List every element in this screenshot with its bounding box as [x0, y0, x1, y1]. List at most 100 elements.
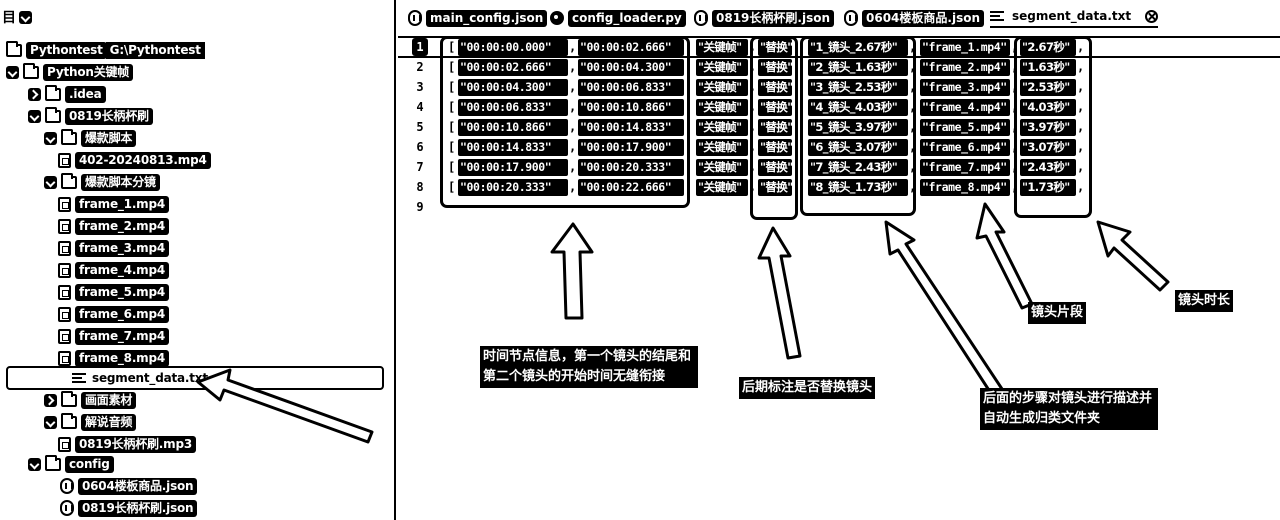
value-type: "关键帧": [696, 79, 748, 96]
comma: ,: [569, 100, 577, 114]
editor-tab[interactable]: 0819长柄杯刷.json: [694, 8, 835, 28]
file-icon: [58, 240, 71, 256]
folder-icon: [61, 412, 77, 429]
txt-icon: [990, 9, 1004, 23]
value-start: "00:00:17.900": [458, 159, 568, 176]
tree-item[interactable]: frame_7.mp4: [58, 326, 170, 346]
value-replace: "替换": [758, 39, 792, 56]
tree-item[interactable]: segment_data.txt: [6, 366, 384, 390]
close-tab-icon[interactable]: [1145, 9, 1159, 23]
chevron-right-icon[interactable]: [28, 87, 41, 101]
chevron-down-icon[interactable]: [44, 415, 57, 429]
tree-item[interactable]: 爆款脚本分镜: [44, 172, 160, 192]
comma: ,: [909, 180, 917, 194]
value-file: "frame_4.mp4": [920, 99, 1010, 116]
editor-tab-label: 0819长柄杯刷.json: [712, 9, 835, 27]
value-dur: "1.73秒": [1020, 179, 1076, 196]
highlight-box-timestamps: [440, 36, 690, 208]
tree-item[interactable]: frame_3.mp4: [58, 238, 170, 258]
bracket-open: [: [448, 80, 456, 94]
chevron-down-icon[interactable]: [44, 175, 57, 189]
tree-item-label: frame_7.mp4: [75, 327, 170, 345]
folder-icon: [61, 128, 77, 145]
tree-item-label: frame_4.mp4: [75, 261, 170, 279]
editor-tab-label: segment_data.txt: [1008, 7, 1136, 25]
folder-icon: [45, 106, 61, 123]
chevron-right-icon[interactable]: [44, 393, 57, 407]
value-shot: "5_镜头_3.97秒": [808, 119, 908, 136]
tree-item[interactable]: config: [28, 454, 114, 474]
value-dur: "3.07秒": [1020, 139, 1076, 156]
chevron-down-icon[interactable]: [19, 10, 32, 24]
value-end: "00:00:10.866": [578, 99, 684, 116]
json-icon: [408, 10, 422, 26]
value-file: "frame_5.mp4": [920, 119, 1010, 136]
folder-icon: [45, 84, 61, 101]
value-dur: "3.97秒": [1020, 119, 1076, 136]
tree-item[interactable]: frame_4.mp4: [58, 260, 170, 280]
tree-item[interactable]: frame_2.mp4: [58, 216, 170, 236]
chevron-down-icon[interactable]: [6, 65, 19, 79]
value-shot: "2_镜头_1.63秒": [808, 59, 908, 76]
chevron-down-icon[interactable]: [44, 131, 57, 145]
tree-item[interactable]: .idea: [28, 84, 106, 104]
tree-item-label: 画面素材: [81, 391, 137, 409]
line-number: 7: [416, 160, 424, 174]
comma: ,: [1077, 180, 1085, 194]
tree-item-label: 0604楼板商品.json: [78, 477, 198, 495]
value-shot: "6_镜头_3.07秒": [808, 139, 908, 156]
tree-item-label: 爆款脚本: [81, 129, 137, 147]
comma: ,: [909, 120, 917, 134]
tree-item[interactable]: 0819长柄杯刷.mp3: [58, 434, 197, 454]
tree-item[interactable]: 画面素材: [44, 390, 137, 410]
tree-item[interactable]: 0604楼板商品.json: [60, 476, 198, 496]
editor-tab[interactable]: config_loader.py: [550, 8, 686, 28]
editor-tab[interactable]: segment_data.txt: [990, 7, 1159, 28]
value-shot: "1_镜头_2.67秒": [808, 39, 908, 56]
tree-item[interactable]: 0819长柄杯刷: [28, 106, 153, 126]
tree-item-label: 0819长柄杯刷: [65, 107, 153, 125]
tree-item-label: Python关键帧: [43, 63, 134, 81]
value-end: "00:00:20.333": [578, 159, 684, 176]
value-replace: "替换": [758, 99, 792, 116]
bracket-open: [: [448, 40, 456, 54]
comma: ,: [909, 80, 917, 94]
chevron-down-icon[interactable]: [28, 457, 41, 471]
tree-item[interactable]: 402-20240813.mp4: [58, 150, 211, 170]
value-type: "关键帧": [696, 59, 748, 76]
tree-item[interactable]: 解说音频: [44, 412, 137, 432]
file-icon: [58, 196, 71, 212]
comma: ,: [569, 160, 577, 174]
tree-item[interactable]: frame_6.mp4: [58, 304, 170, 324]
folder-icon: [23, 62, 39, 79]
txt-icon: [72, 371, 86, 385]
value-file: "frame_7.mp4": [920, 159, 1010, 176]
editor-tab[interactable]: 0604楼板商品.json: [844, 8, 985, 28]
highlight-box-replace: [750, 36, 798, 220]
comma: ,: [909, 160, 917, 174]
json-icon: [60, 478, 74, 494]
value-shot: "8_镜头_1.73秒": [808, 179, 908, 196]
comma: ,: [1077, 100, 1085, 114]
tree-item[interactable]: frame_5.mp4: [58, 282, 170, 302]
value-type: "关键帧": [696, 139, 748, 156]
editor-tab[interactable]: main_config.json: [408, 8, 548, 28]
line-number: 6: [416, 140, 424, 154]
tree-item[interactable]: frame_8.mp4: [58, 348, 170, 368]
tree-item[interactable]: 爆款脚本: [44, 128, 137, 148]
chevron-down-icon[interactable]: [28, 109, 41, 123]
editor-tab-label: main_config.json: [426, 9, 548, 27]
tree-item-label: frame_1.mp4: [75, 195, 170, 213]
value-replace: "替换": [758, 79, 792, 96]
bracket-open: [: [448, 180, 456, 194]
tree-item[interactable]: frame_1.mp4: [58, 194, 170, 214]
tree-item[interactable]: Python关键帧: [6, 62, 134, 82]
value-dur: "2.67秒": [1020, 39, 1076, 56]
file-icon: [58, 306, 71, 322]
value-replace: "替换": [758, 139, 792, 156]
tree-item[interactable]: 0819长柄杯刷.json: [60, 498, 198, 518]
value-end: "00:00:02.666": [578, 39, 684, 56]
value-type: "关键帧": [696, 159, 748, 176]
